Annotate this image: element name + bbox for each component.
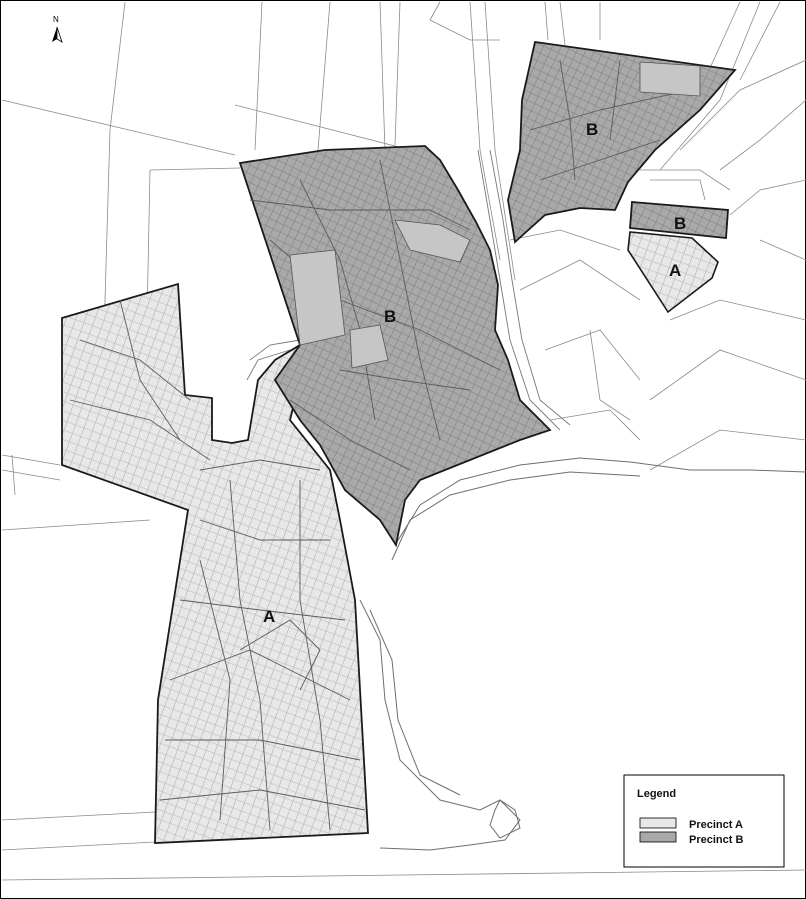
precinct-label-b-north-east: B (586, 120, 598, 139)
precinct-label-b-east-strip: B (674, 214, 686, 233)
legend-label-precinct-b: Precinct B (689, 834, 743, 846)
precinct-street-lines (69, 59, 691, 831)
legend: Legend Precinct A Precinct B (623, 774, 785, 868)
precinct-a-east-area (627, 231, 719, 314)
north-arrow-icon: N (52, 15, 63, 43)
precinct-b-central-area (238, 145, 552, 548)
legend-swatch-precinct-a (639, 817, 677, 829)
precinct-label-a-south-west: A (263, 607, 275, 626)
coastline (359, 457, 806, 851)
legend-title: Legend (637, 788, 676, 800)
precinct-label-a-east: A (669, 261, 681, 280)
main-road-corridor (246, 149, 571, 431)
legend-swatch-precinct-b (639, 831, 677, 843)
legend-label-precinct-a: Precinct A (689, 819, 743, 831)
open-space-patches (289, 61, 701, 369)
precinct-b-east-strip-area (629, 201, 729, 239)
north-label: N (53, 15, 59, 24)
precinct-label-b-central: B (384, 307, 396, 326)
